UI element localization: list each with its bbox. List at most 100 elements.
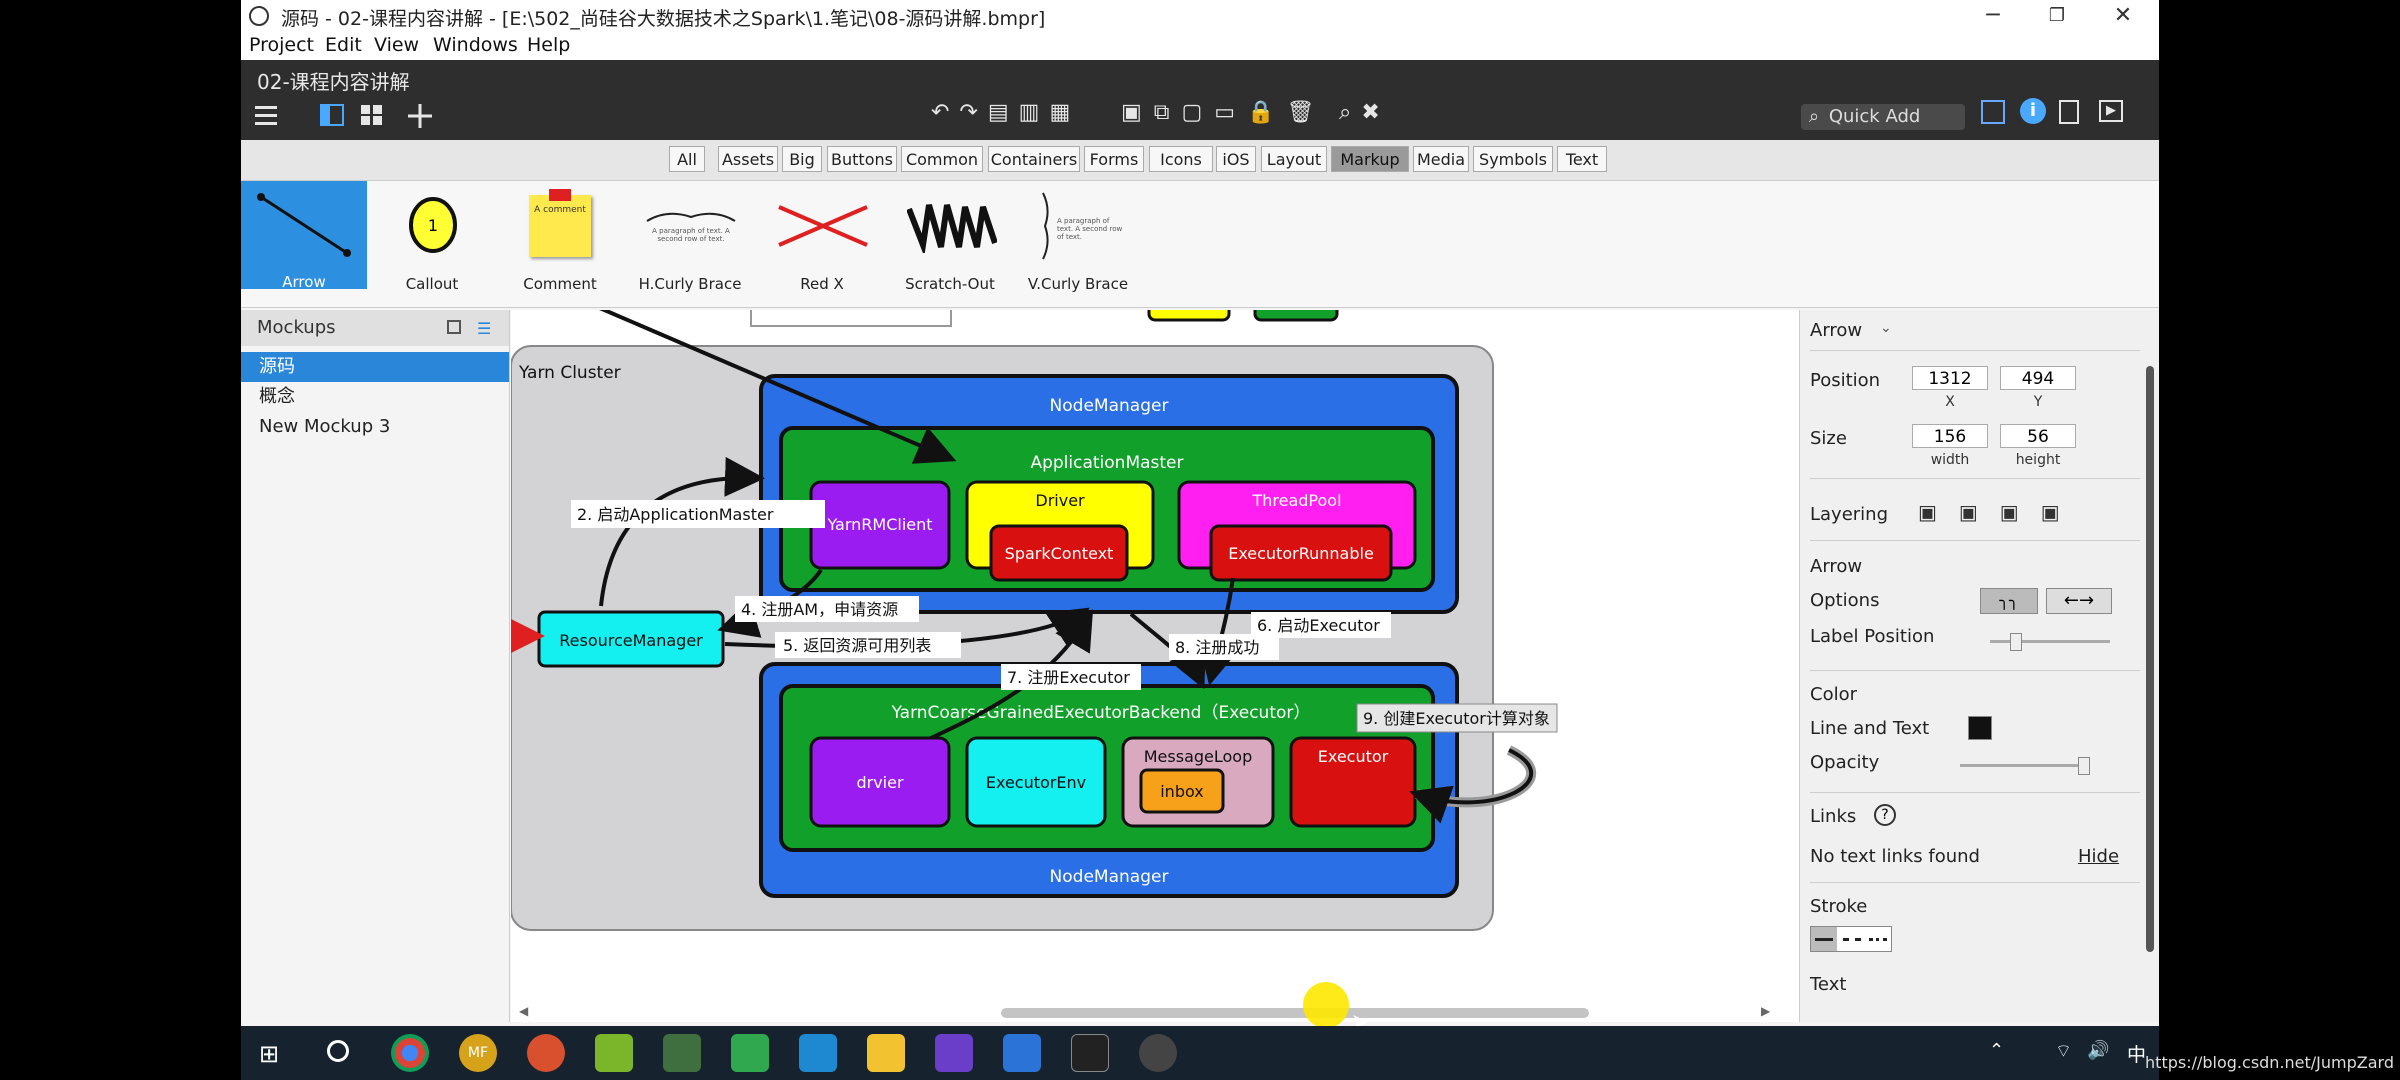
curve-style-buttons[interactable]: ╮╮ — [1980, 588, 2038, 614]
layout-panel-icon[interactable] — [320, 104, 344, 126]
menu-project[interactable]: Project — [249, 34, 315, 56]
tab-media[interactable]: Media — [1413, 146, 1469, 172]
arrowhead-buttons[interactable]: ←→ — [2046, 588, 2112, 614]
grid-view-icon[interactable] — [361, 105, 382, 125]
mf-app-icon[interactable]: MF — [459, 1034, 497, 1072]
width-input[interactable]: 156 — [1912, 424, 1988, 448]
dashed-stroke-icon[interactable] — [1843, 938, 1861, 944]
tab-common[interactable]: Common — [901, 146, 983, 172]
workspace-app-icon[interactable] — [799, 1034, 837, 1072]
arrow-to-application-master[interactable] — [581, 310, 957, 464]
file-explorer-icon[interactable] — [867, 1034, 905, 1072]
label-position-slider[interactable] — [1990, 633, 2110, 651]
tab-symbols[interactable]: Symbols — [1473, 146, 1553, 172]
position-x-input[interactable]: 1312 — [1912, 366, 1988, 390]
layering-buttons-icon[interactable]: ▣▣▣▣ — [1918, 500, 2082, 524]
partial-yellow-box[interactable] — [1147, 310, 1231, 322]
step4-label[interactable]: 4. 注册AM，申请资源 — [741, 600, 898, 619]
add-mockup-icon[interactable] — [408, 104, 432, 128]
balsamiq-taskbar-icon[interactable] — [1139, 1034, 1177, 1072]
mockup-item-new-mockup-3[interactable]: New Mockup 3 — [241, 412, 509, 442]
tab-all[interactable]: All — [669, 146, 705, 172]
drvier-box[interactable] — [809, 736, 951, 828]
quick-add-input[interactable]: ⌕ Quick Add — [1801, 104, 1965, 130]
opacity-slider[interactable] — [1960, 757, 2090, 775]
step5-label[interactable]: 5. 返回资源可用列表 — [783, 636, 931, 655]
tab-assets[interactable]: Assets — [718, 146, 778, 172]
tab-icons[interactable]: Icons — [1149, 146, 1213, 172]
arrange-tools-icons[interactable]: ▣⧉▢▭🔒🗑 — [1121, 100, 1327, 125]
volume-icon[interactable]: 🔊 — [2087, 1040, 2110, 1061]
swirl-app-icon[interactable] — [527, 1034, 565, 1072]
green-app-icon[interactable] — [595, 1034, 633, 1072]
tool-app-icon[interactable] — [663, 1034, 701, 1072]
hamburger-menu-icon[interactable] — [255, 106, 277, 125]
tray-chevron-up-icon[interactable]: ⌃ — [1989, 1040, 2005, 1061]
intellij-icon[interactable] — [935, 1034, 973, 1072]
executor-box[interactable] — [1289, 736, 1417, 828]
chevron-down-icon[interactable]: ⌄ — [1880, 320, 1892, 336]
chrome-icon[interactable] — [391, 1034, 429, 1072]
menu-view[interactable]: View — [374, 34, 420, 56]
help-icon[interactable]: ? — [1874, 804, 1896, 826]
step9-label[interactable]: 9. 创建Executor计算对象 — [1363, 709, 1550, 728]
step7-label[interactable]: 7. 注册Executor — [1007, 668, 1130, 687]
tab-big[interactable]: Big — [782, 146, 822, 172]
position-y-input[interactable]: 494 — [2000, 366, 2076, 390]
executor-env[interactable] — [965, 736, 1107, 828]
step6-label[interactable]: 6. 启动Executor — [1257, 616, 1380, 635]
gallery-item-v-curly-brace[interactable]: A paragraph of text. A second row of tex… — [1015, 181, 1141, 293]
minimize-button[interactable]: ─ — [1986, 3, 2000, 28]
gallery-item-comment[interactable]: A comment Comment — [497, 181, 623, 293]
props-vertical-scrollbar[interactable] — [2146, 366, 2154, 952]
scroll-right-icon[interactable]: ▶ — [1761, 1004, 1771, 1018]
tab-markup[interactable]: Markup — [1331, 146, 1409, 172]
thumbnail-view-icon[interactable] — [447, 320, 461, 334]
arrow-start-executor[interactable] — [1198, 577, 1238, 686]
cortana-search-icon[interactable] — [327, 1040, 349, 1062]
maximize-button[interactable]: ❐ — [2048, 5, 2066, 26]
tab-buttons[interactable]: Buttons — [827, 146, 897, 172]
mockup-canvas[interactable]: Yarn Cluster NodeManager ApplicationMast… — [511, 310, 2035, 1022]
list-view-icon[interactable]: ☰ — [477, 319, 492, 338]
arrow-register-executor[interactable] — [930, 609, 1094, 740]
search-icon[interactable]: ⌕✖ — [1339, 100, 1390, 125]
notepad-app-icon[interactable] — [731, 1034, 769, 1072]
tab-containers[interactable]: Containers — [988, 146, 1080, 172]
notes-icon[interactable] — [2059, 100, 2079, 124]
windows-start-icon[interactable]: ⊞ — [259, 1040, 280, 1068]
gallery-item-h-curly-brace[interactable]: A paragraph of text. A second row of tex… — [625, 181, 755, 293]
mockup-item-source[interactable]: 源码 — [241, 352, 509, 382]
wifi-icon[interactable]: ⌔ — [2055, 1041, 2072, 1062]
tab-forms[interactable]: Forms — [1084, 146, 1144, 172]
tab-ios[interactable]: iOS — [1216, 146, 1256, 172]
presentation-icon[interactable]: ▶ — [2099, 100, 2123, 122]
tab-layout[interactable]: Layout — [1261, 146, 1327, 172]
menu-help[interactable]: Help — [527, 34, 571, 56]
terminal-icon[interactable] — [1071, 1034, 1109, 1072]
info-icon[interactable]: i — [2020, 98, 2046, 124]
menu-windows[interactable]: Windows — [433, 34, 518, 56]
inbox-box[interactable] — [1139, 768, 1225, 814]
view-toggle-icon[interactable] — [1981, 100, 2005, 124]
vs-app-icon[interactable] — [1003, 1034, 1041, 1072]
slider-handle[interactable] — [2078, 757, 2090, 775]
tab-text[interactable]: Text — [1557, 146, 1607, 172]
gallery-item-arrow[interactable]: Arrow — [241, 181, 367, 291]
height-input[interactable]: 56 — [2000, 424, 2076, 448]
edit-tools-icons[interactable]: ↶↷▤▥▦ — [931, 100, 1081, 125]
step8-label[interactable]: 8. 注册成功 — [1175, 638, 1259, 657]
slider-handle[interactable] — [2010, 633, 2022, 651]
canvas-horizontal-scrollbar[interactable] — [1001, 1008, 1589, 1018]
scroll-left-icon[interactable]: ◀ — [519, 1004, 529, 1018]
menu-edit[interactable]: Edit — [325, 34, 362, 56]
step2-label[interactable]: 2. 启动ApplicationMaster — [577, 505, 774, 524]
dotted-stroke-icon[interactable] — [1869, 938, 1887, 944]
ime-indicator[interactable]: 中 — [2127, 1044, 2147, 1066]
gallery-item-scratch-out[interactable]: Scratch-Out — [887, 181, 1013, 293]
line-color-swatch[interactable] — [1968, 716, 1992, 740]
mockup-item-concept[interactable]: 概念 — [241, 382, 509, 412]
close-button[interactable]: ✕ — [2113, 3, 2133, 28]
hide-links-link[interactable]: Hide — [2078, 846, 2120, 867]
stroke-style-buttons[interactable] — [1810, 926, 1892, 952]
